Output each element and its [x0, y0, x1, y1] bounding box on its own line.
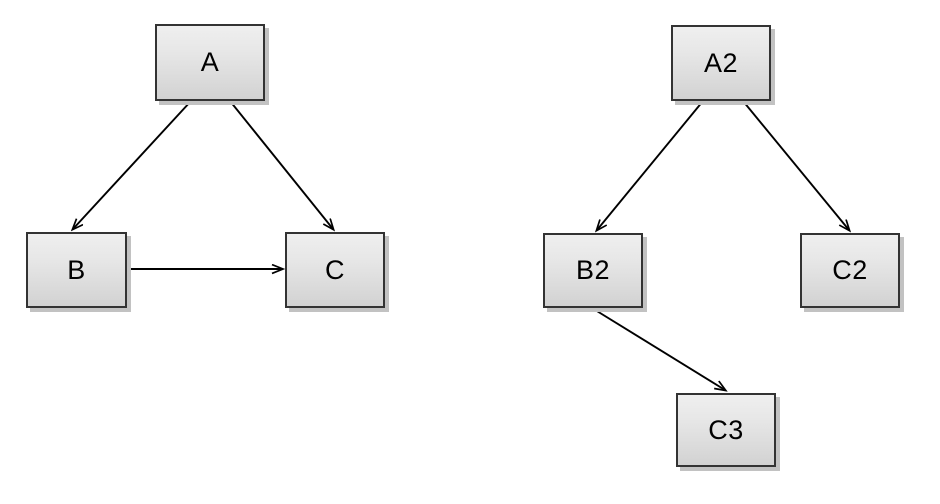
edge-a-to-b [73, 100, 192, 229]
node-c3[interactable]: C3 [676, 393, 776, 467]
node-c2[interactable]: C2 [800, 233, 900, 308]
edge-a-to-c [229, 100, 333, 229]
node-label-b2: B2 [575, 255, 611, 285]
node-label-c: C [325, 254, 345, 285]
edge-b2-to-c3 [591, 307, 725, 390]
node-b2[interactable]: B2 [543, 233, 643, 308]
node-label-b: B [67, 254, 86, 285]
node-a2[interactable]: A2 [671, 25, 771, 101]
edge-a2-to-b2 [597, 100, 704, 230]
edges-group [73, 100, 849, 390]
node-b[interactable]: B [26, 232, 127, 308]
edge-a2-to-c2 [742, 100, 849, 230]
node-a[interactable]: A [155, 24, 265, 101]
node-label-a2: A2 [703, 47, 739, 78]
node-label-a: A [200, 47, 220, 77]
node-c[interactable]: C [285, 232, 385, 308]
node-label-c3: C3 [708, 414, 744, 445]
node-label-c2: C2 [832, 255, 868, 285]
